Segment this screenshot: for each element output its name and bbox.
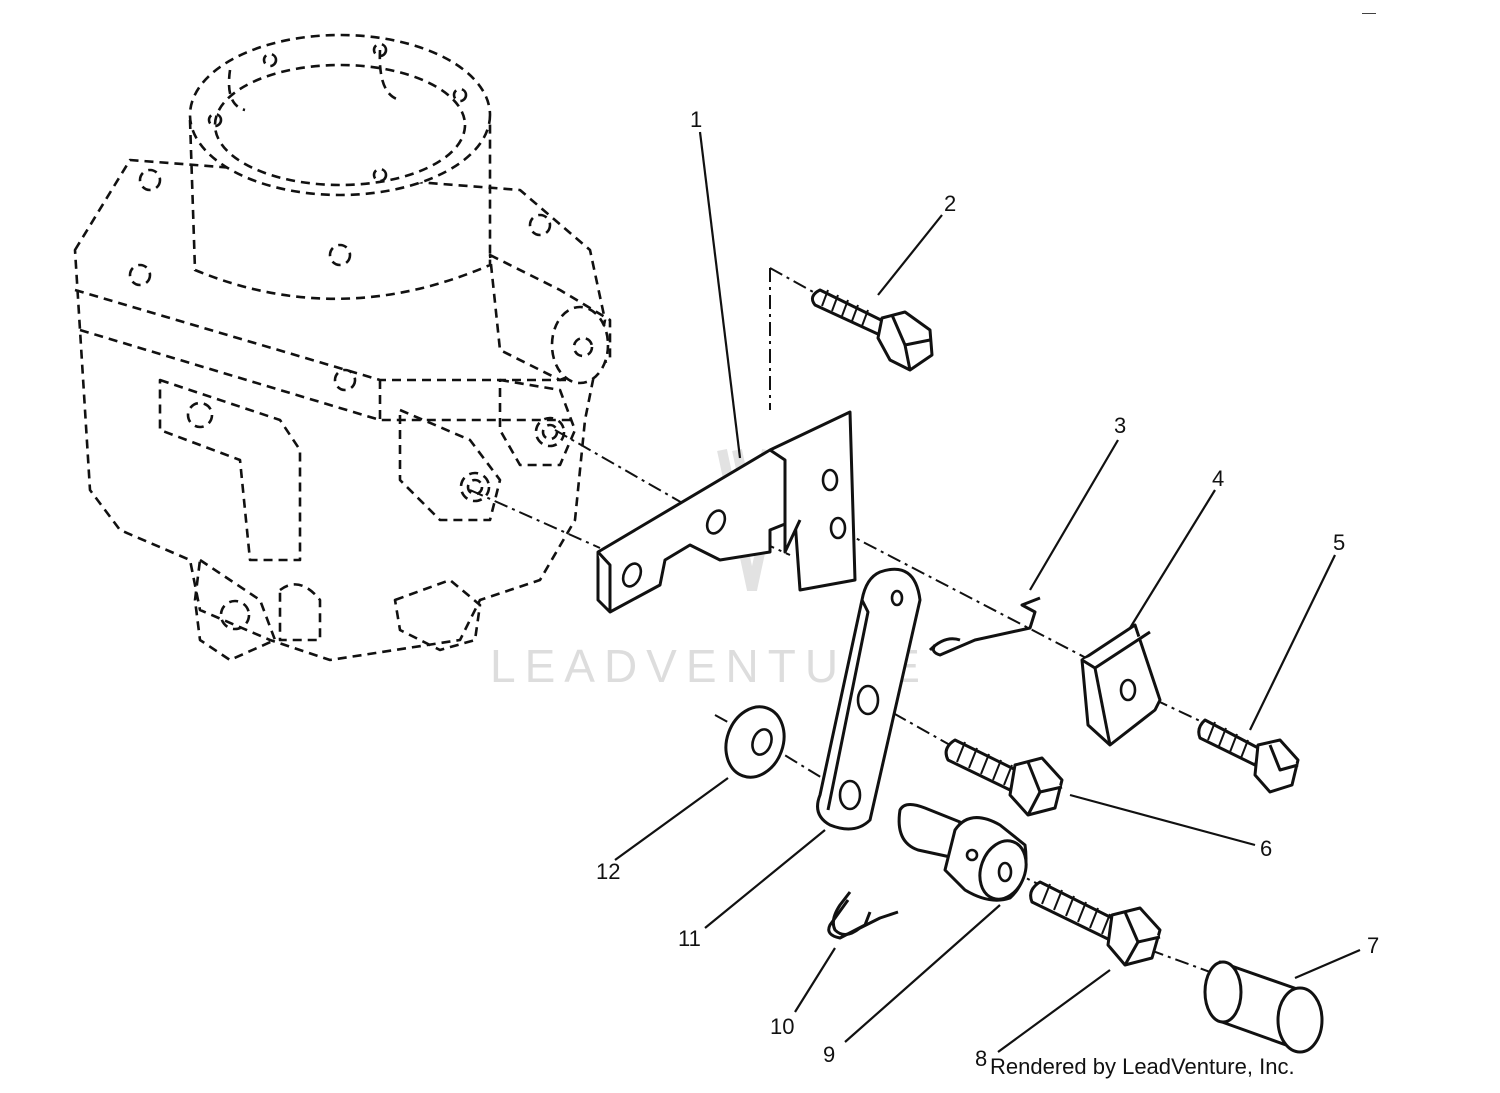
callout-5: 5 — [1333, 530, 1345, 555]
part-4-clamp-block — [1080, 623, 1162, 747]
corner-mark: — — [1362, 4, 1376, 20]
part-1-bracket — [596, 410, 857, 614]
part-8-cap-screw — [1029, 880, 1162, 967]
callout-11: 11 — [678, 926, 701, 951]
part-9-swivel — [897, 803, 1028, 902]
part-2-cap-screw — [810, 288, 934, 372]
part-3-spring — [928, 596, 1041, 657]
part-11-link-plate — [816, 567, 922, 831]
leader-lines — [614, 131, 1361, 1053]
render-credit: Rendered by LeadVenture, Inc. — [990, 1054, 1295, 1079]
part-10-hairpin-clip — [827, 891, 899, 940]
callout-1: 1 — [690, 107, 702, 132]
callout-9: 9 — [823, 1042, 835, 1067]
part-6-cap-screw — [944, 738, 1064, 817]
callout-10: 10 — [770, 1014, 794, 1039]
callout-6: 6 — [1260, 836, 1272, 861]
callout-12: 12 — [596, 859, 620, 884]
callouts: 1 2 3 4 5 6 7 8 9 10 11 12 — [596, 107, 1379, 1071]
callout-3: 3 — [1114, 413, 1126, 438]
callout-2: 2 — [944, 191, 956, 216]
part-7-sleeve — [1203, 960, 1324, 1054]
callout-8: 8 — [975, 1046, 987, 1071]
carburetor-body — [73, 33, 612, 662]
callout-4: 4 — [1212, 466, 1224, 491]
part-12-washer — [724, 705, 786, 779]
part-5-cap-screw — [1197, 718, 1300, 794]
callout-7: 7 — [1367, 933, 1379, 958]
